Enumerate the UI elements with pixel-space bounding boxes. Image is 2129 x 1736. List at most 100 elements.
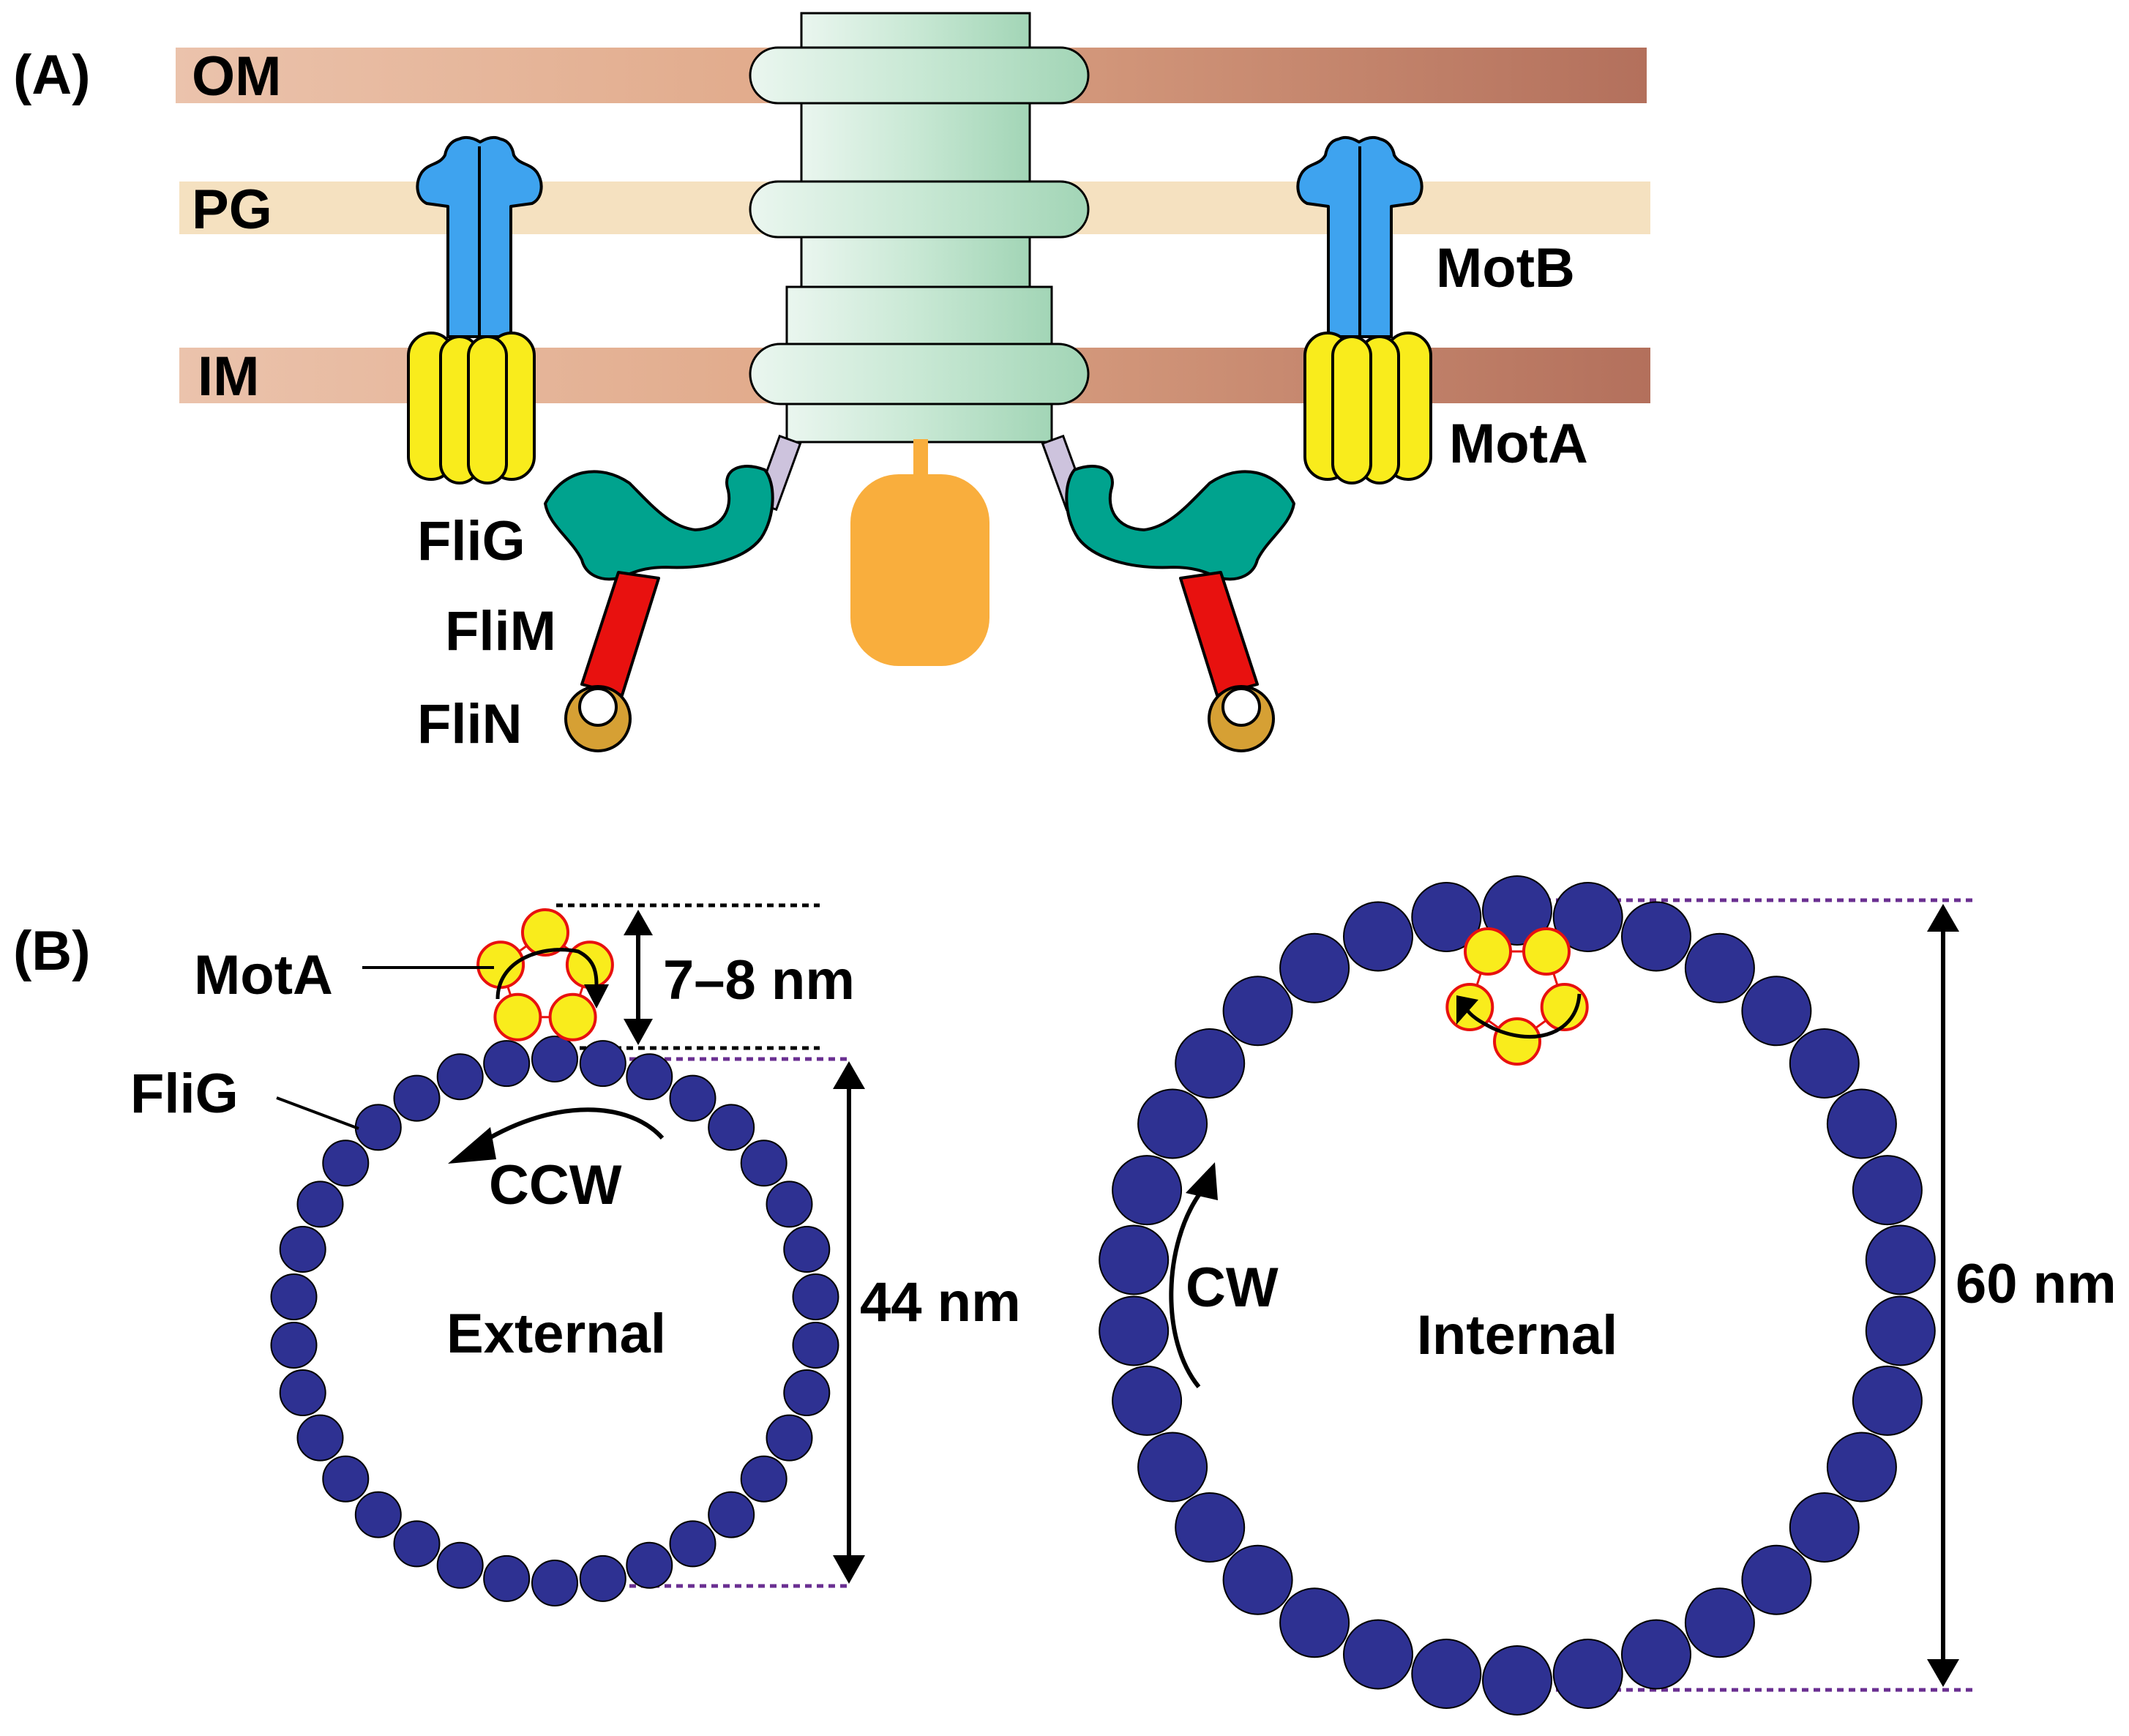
flig-subunit	[1411, 882, 1482, 952]
im-label: IM	[198, 345, 259, 408]
flig-subunit	[1741, 1544, 1812, 1615]
cw-label: CW	[1186, 1257, 1279, 1319]
right-motor-unit	[1065, 135, 1432, 752]
mota-internal-rotation-arrow	[1464, 993, 1582, 1039]
flig-subunit	[740, 1140, 787, 1187]
pg-label: PG	[192, 179, 272, 241]
flig-right	[1065, 465, 1295, 581]
flim-left	[580, 571, 660, 697]
flig-subunit	[1411, 1639, 1482, 1709]
external-flig-ring	[270, 1036, 839, 1606]
flig-subunit	[1222, 1544, 1293, 1615]
flig-subunit	[792, 1322, 839, 1369]
mota-external-rotation-arrow	[495, 948, 599, 1000]
mota-label: MotA	[1449, 413, 1588, 475]
flig-subunit	[1865, 1295, 1936, 1366]
flig-subunit	[766, 1181, 813, 1228]
flig-subunit	[669, 1520, 716, 1568]
internal-label: Internal	[1417, 1304, 1618, 1366]
flig-subunit	[279, 1369, 326, 1416]
flig-subunit	[1112, 1155, 1183, 1226]
mota-subunit	[521, 908, 569, 957]
flig-subunit	[626, 1541, 673, 1589]
flig-subunit	[708, 1104, 755, 1151]
flig-subunit	[1482, 875, 1552, 946]
flig-label: FliG	[417, 510, 525, 572]
flig-subunit	[1099, 1295, 1170, 1366]
external-diameter-arrow	[833, 1061, 865, 1584]
flig-subunit	[1099, 1224, 1170, 1295]
flig-subunit	[436, 1053, 484, 1101]
flig-subunit	[1552, 1639, 1623, 1709]
flig-subunit	[322, 1455, 370, 1503]
flig-subunit	[1684, 1587, 1755, 1658]
flig-subunit	[1621, 1619, 1691, 1690]
flig-subunit	[270, 1322, 318, 1369]
basal-body-rod	[749, 12, 1090, 444]
flig-subunit	[1343, 901, 1413, 972]
flig-subunit	[708, 1491, 755, 1538]
flig-subunit	[579, 1040, 626, 1088]
flig-subunit	[1789, 1028, 1860, 1099]
flig-subunit	[1621, 901, 1691, 972]
flin-label: FliN	[417, 693, 523, 755]
flig-subunit	[783, 1226, 831, 1273]
mota-right	[1303, 332, 1432, 484]
internal-diameter-label: 60 nm	[1956, 1253, 2117, 1315]
flig-subunit	[1175, 1492, 1246, 1563]
mota-left	[407, 332, 536, 484]
panel-a-label: (A)	[13, 44, 91, 106]
flig-left	[544, 465, 774, 581]
panel-a: (A) OM PG IM	[13, 12, 1650, 755]
mota-subunit	[1493, 1017, 1541, 1066]
external-label: External	[446, 1303, 666, 1365]
flig-subunit	[296, 1414, 344, 1462]
flig-subunit	[669, 1074, 716, 1122]
mota-subunit	[493, 992, 542, 1041]
export-apparatus	[850, 439, 989, 666]
flig-subunit	[436, 1541, 484, 1589]
flig-subunit	[1852, 1155, 1923, 1226]
flig-subunit	[483, 1554, 531, 1602]
flig-subunit	[626, 1053, 673, 1101]
flig-subunit	[1112, 1365, 1183, 1436]
cw-arrow	[1169, 1191, 1202, 1388]
ccw-label: CCW	[489, 1154, 622, 1216]
dotted-guides	[556, 898, 1976, 1692]
flig-subunit	[1684, 932, 1755, 1003]
flim-label: FliM	[445, 600, 556, 662]
flig-subunit	[531, 1036, 578, 1082]
flig-subunit	[270, 1273, 318, 1320]
external-diameter-label: 44 nm	[860, 1271, 1021, 1333]
flig-b-label: FliG	[130, 1063, 239, 1125]
ms-ring	[749, 343, 1090, 405]
flig-subunit	[1137, 1088, 1208, 1159]
left-motor-unit	[407, 135, 774, 752]
flig-subunit	[393, 1074, 441, 1122]
external-mota-pentamer	[476, 908, 614, 1041]
flig-subunit	[1826, 1432, 1897, 1503]
flig-subunit	[1741, 976, 1812, 1047]
flig-subunit	[483, 1040, 531, 1088]
flig-subunit	[296, 1181, 344, 1228]
flig-subunit	[1279, 1587, 1350, 1658]
flig-subunit	[393, 1520, 441, 1568]
flig-subunit	[354, 1104, 402, 1151]
flig-subunit	[1482, 1645, 1552, 1716]
mota-subunit	[1522, 927, 1571, 976]
flig-subunit	[1852, 1365, 1923, 1436]
flig-subunit	[783, 1369, 831, 1416]
mota-size-label: 7–8 nm	[663, 949, 855, 1011]
flig-leader-line	[276, 1096, 359, 1130]
mota-b-label: MotA	[194, 944, 333, 1006]
internal-diameter-arrow	[1927, 904, 1959, 1687]
mota-subunit	[1540, 983, 1589, 1031]
flig-subunit	[766, 1414, 813, 1462]
mota-subunit	[548, 992, 597, 1041]
internal-flig-ring	[1099, 875, 1936, 1716]
flig-subunit	[1826, 1088, 1897, 1159]
flig-subunit	[1137, 1432, 1208, 1503]
panel-b-label: (B)	[13, 920, 91, 982]
flig-subunit	[1222, 976, 1293, 1047]
